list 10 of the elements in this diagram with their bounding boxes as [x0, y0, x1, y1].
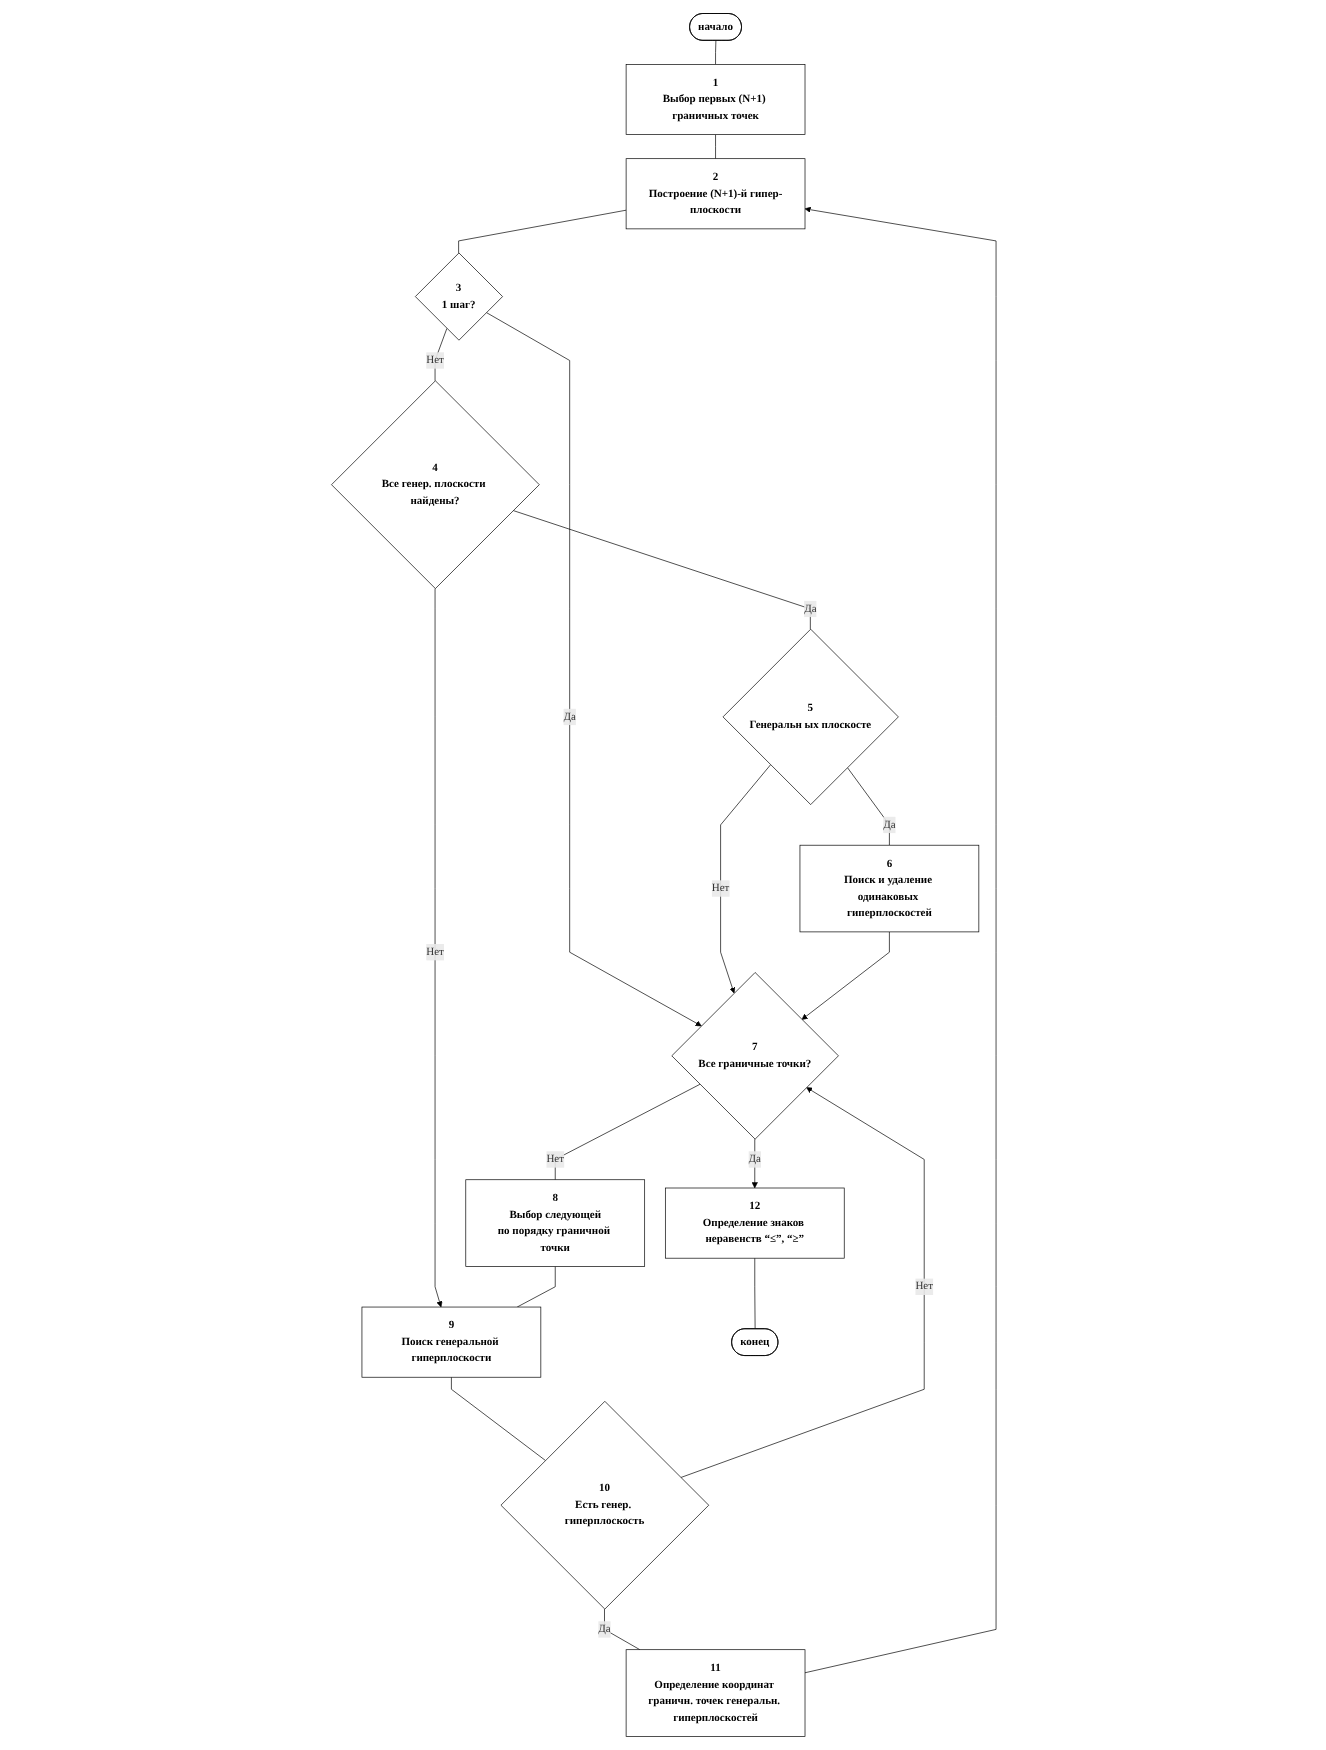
connector: [516, 1266, 555, 1308]
connector: [714, 40, 716, 65]
connector: [753, 1257, 755, 1330]
connector: [554, 1084, 700, 1181]
connector: [512, 510, 810, 630]
connector: [457, 209, 626, 254]
connector: [450, 1376, 545, 1461]
connector: [846, 767, 889, 846]
connector: [714, 134, 716, 160]
connector: [433, 328, 447, 382]
